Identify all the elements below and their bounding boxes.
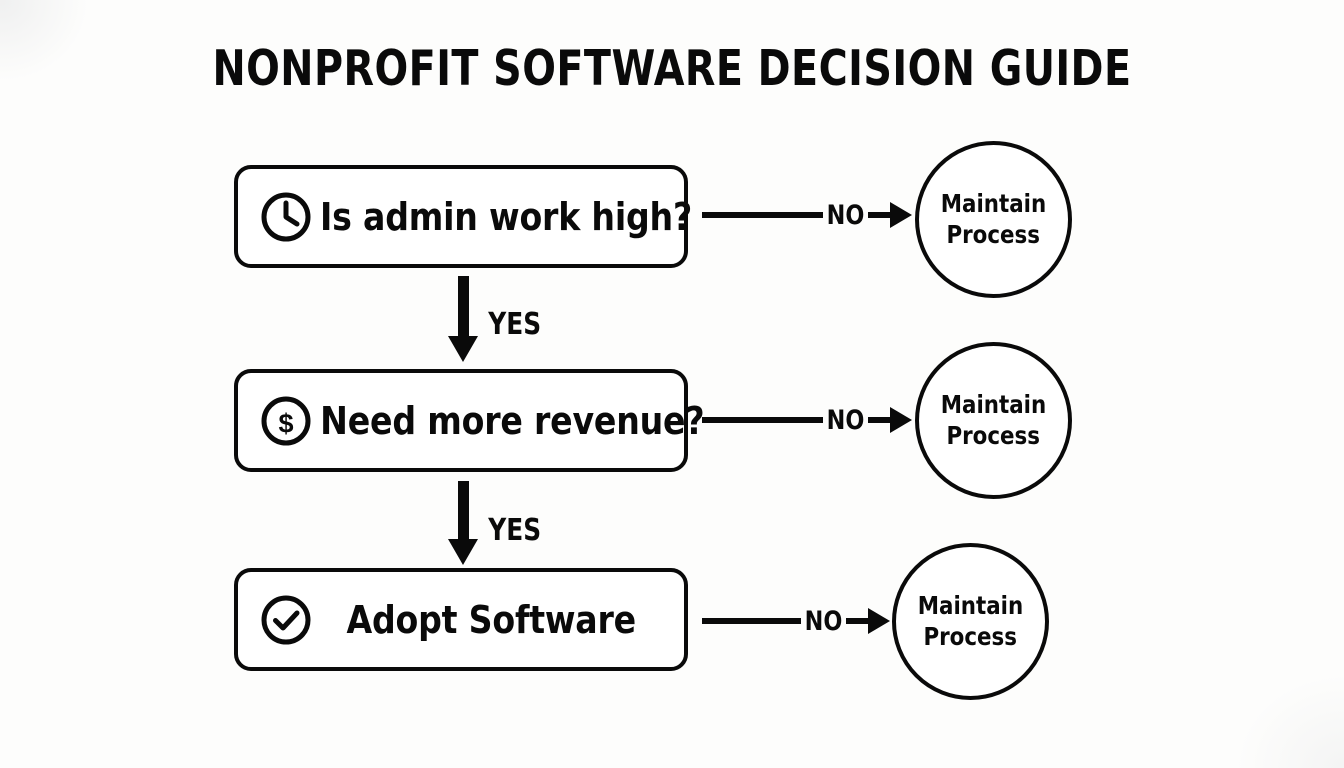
decision-node-admin-work[interactable]: Is admin work high? bbox=[234, 165, 692, 268]
terminal-node-label-line1: Maintain bbox=[940, 390, 1047, 419]
edge-line-tail bbox=[868, 212, 890, 218]
svg-text:$: $ bbox=[278, 408, 293, 438]
arrowhead-down-icon bbox=[448, 539, 478, 565]
terminal-node-maintain-process-2[interactable]: Maintain Process bbox=[915, 342, 1072, 499]
edge-label-no: NO bbox=[826, 199, 865, 231]
page-title: NONPROFIT SOFTWARE DECISION GUIDE bbox=[212, 40, 1132, 97]
decision-node-label: Adopt Software bbox=[346, 597, 637, 642]
edge-line bbox=[457, 276, 469, 336]
edge-admin-work-no: NO bbox=[702, 200, 912, 230]
edge-admin-work-yes bbox=[448, 276, 478, 362]
decision-node-adopt-software[interactable]: Adopt Software bbox=[234, 568, 688, 671]
edge-label-yes-1: YES bbox=[488, 307, 542, 342]
edge-line bbox=[457, 481, 469, 539]
edge-more-revenue-no: NO bbox=[702, 405, 912, 435]
clock-icon bbox=[258, 189, 314, 245]
arrowhead-down-icon bbox=[448, 336, 478, 362]
edge-line bbox=[702, 417, 824, 423]
terminal-node-label-line1: Maintain bbox=[917, 591, 1024, 620]
edge-label-no: NO bbox=[826, 404, 865, 436]
decision-node-more-revenue[interactable]: $ Need more revenue? bbox=[234, 369, 705, 472]
arrowhead-right-icon bbox=[890, 407, 912, 433]
terminal-node-label-line1: Maintain bbox=[940, 189, 1047, 218]
edge-label-yes-2: YES bbox=[488, 513, 542, 548]
edge-more-revenue-yes bbox=[448, 481, 478, 565]
edge-line-tail bbox=[846, 618, 868, 624]
terminal-node-label-line2: Process bbox=[946, 420, 1041, 450]
edge-adopt-software-no: NO bbox=[702, 606, 890, 636]
dollar-circle-icon: $ bbox=[258, 393, 314, 449]
check-circle-icon bbox=[258, 592, 314, 648]
terminal-node-maintain-process-1[interactable]: Maintain Process bbox=[915, 141, 1072, 298]
arrowhead-right-icon bbox=[890, 202, 912, 228]
edge-label-no: NO bbox=[804, 605, 843, 637]
arrowhead-right-icon bbox=[868, 608, 890, 634]
edge-line bbox=[702, 212, 824, 218]
decision-node-label: Is admin work high? bbox=[319, 194, 693, 239]
decision-node-label: Need more revenue? bbox=[320, 398, 705, 443]
terminal-node-maintain-process-3[interactable]: Maintain Process bbox=[892, 543, 1049, 700]
edge-line-tail bbox=[868, 417, 890, 423]
edge-line bbox=[702, 618, 802, 624]
terminal-node-label-line2: Process bbox=[923, 621, 1018, 651]
terminal-node-label-line2: Process bbox=[946, 219, 1041, 249]
